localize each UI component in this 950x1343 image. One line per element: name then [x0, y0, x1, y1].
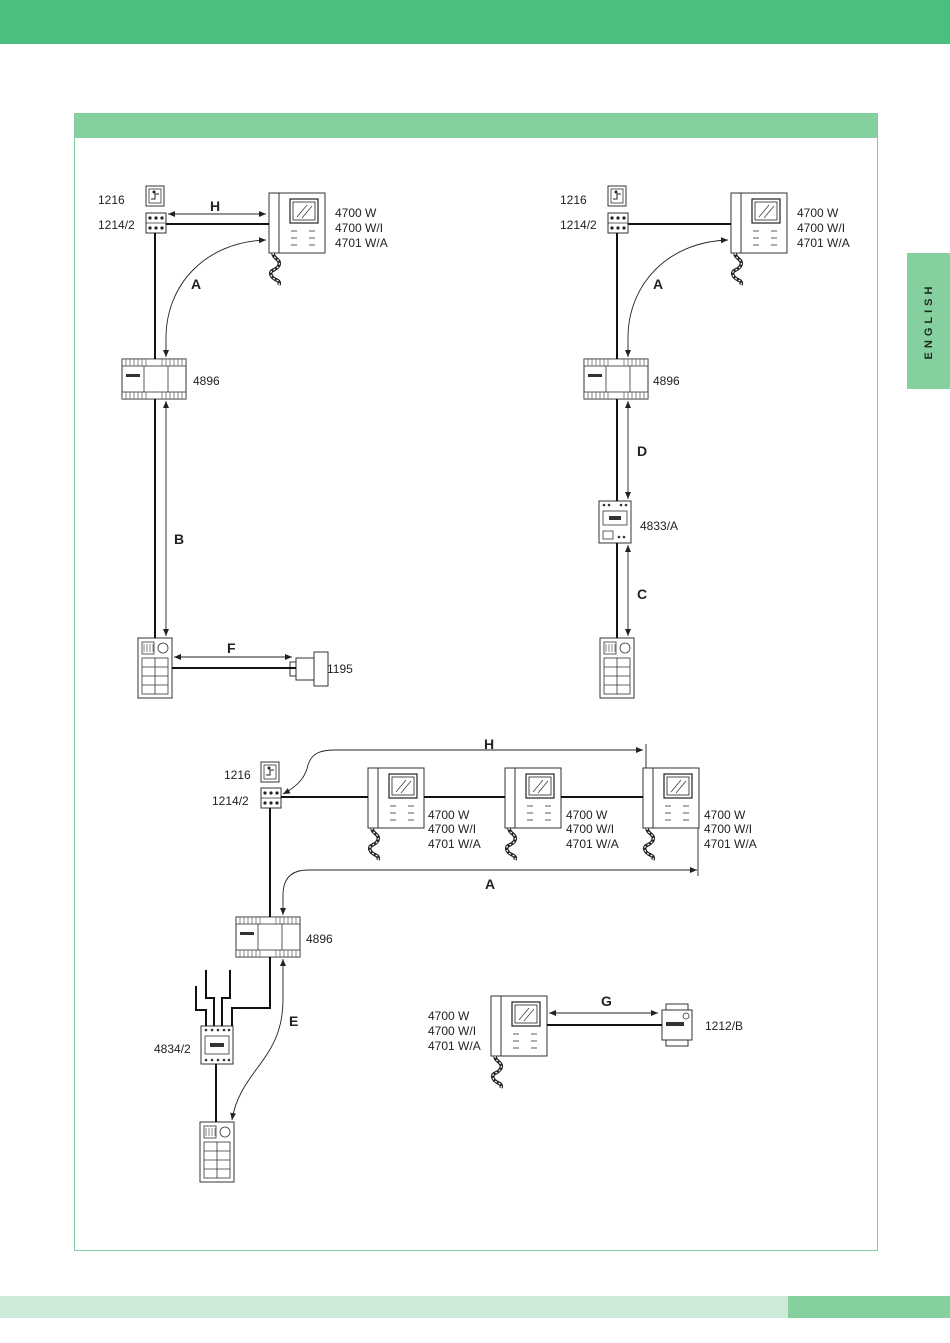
- cable-label-a: A: [191, 276, 201, 292]
- label-monitor3-line3: 4701 W/A: [704, 837, 757, 851]
- label-monitor-line1: 4700 W: [797, 206, 839, 220]
- label-1214-2: 1214/2: [560, 218, 597, 232]
- diagram-bottom-left: 1216 1214/2 4700 W 4700 W/I 4701 W/A 470…: [154, 736, 757, 1182]
- label-4833-a: 4833/A: [640, 519, 678, 533]
- label-monitor-line3: 4701 W/A: [428, 1039, 481, 1053]
- label-monitor2-line2: 4700 W/I: [566, 822, 614, 836]
- label-monitor-line3: 4701 W/A: [335, 236, 388, 250]
- interface-4834-device: [201, 1026, 233, 1064]
- label-1216: 1216: [560, 193, 587, 207]
- label-monitor2-line1: 4700 W: [566, 808, 608, 822]
- cable-label-d: D: [637, 443, 647, 459]
- power-supply-device: [584, 359, 648, 399]
- diagram-top-right: 1216 1214/2 4700 W 4700 W/I 4701 W/A 489…: [560, 186, 850, 698]
- label-4896: 4896: [193, 374, 220, 388]
- relay-1216-device: [608, 186, 626, 206]
- label-4896: 4896: [653, 374, 680, 388]
- monitor-device-1: [368, 768, 424, 860]
- label-4834-2: 4834/2: [154, 1042, 191, 1056]
- label-monitor-line3: 4701 W/A: [797, 236, 850, 250]
- monitor-device: [731, 193, 787, 285]
- label-1214-2: 1214/2: [98, 218, 135, 232]
- label-monitor3-line1: 4700 W: [704, 808, 746, 822]
- label-4896: 4896: [306, 932, 333, 946]
- power-supply-device: [122, 359, 186, 399]
- label-monitor-line2: 4700 W/I: [335, 221, 383, 235]
- entrance-panel-device: [200, 1122, 234, 1182]
- cable-label-c: C: [637, 586, 647, 602]
- relay-1214-2-device: [146, 213, 166, 233]
- cable-label-a: A: [485, 876, 495, 892]
- label-monitor-line1: 4700 W: [335, 206, 377, 220]
- relay-1216-device: [146, 186, 164, 206]
- label-1212-b: 1212/B: [705, 1019, 743, 1033]
- relay-1214-2-device: [608, 213, 628, 233]
- entrance-panel-device: [138, 638, 172, 698]
- power-supply-device: [236, 917, 300, 957]
- cable-label-h: H: [210, 198, 220, 214]
- label-1195: 1195: [327, 662, 353, 676]
- label-monitor-line2: 4700 W/I: [797, 221, 845, 235]
- cable-label-h: H: [484, 736, 494, 752]
- label-monitor2-line3: 4701 W/A: [566, 837, 619, 851]
- entrance-panel-device: [600, 638, 634, 698]
- relay-1216-device: [261, 762, 279, 782]
- diagram-bottom-right: 4700 W 4700 W/I 4701 W/A 1212/B G: [428, 993, 743, 1088]
- monitor-device: [269, 193, 325, 285]
- label-1214-2: 1214/2: [212, 794, 249, 808]
- cable-label-a: A: [653, 276, 663, 292]
- label-monitor1-line1: 4700 W: [428, 808, 470, 822]
- cable-label-b: B: [174, 531, 184, 547]
- label-monitor3-line2: 4700 W/I: [704, 822, 752, 836]
- label-monitor1-line2: 4700 W/I: [428, 822, 476, 836]
- relay-1214-2-device: [261, 788, 281, 808]
- monitor-device-3: [643, 768, 699, 860]
- cable-label-e: E: [289, 1013, 298, 1029]
- cable-label-g: G: [601, 993, 612, 1009]
- diagram-top-left: 1216 1214/2 4700 W 4700 W/I 4701 W/A 489…: [98, 186, 388, 698]
- label-monitor1-line3: 4701 W/A: [428, 837, 481, 851]
- label-1216: 1216: [224, 768, 251, 782]
- monitor-device: [491, 996, 547, 1088]
- unit-1212-b-device: [662, 1004, 692, 1046]
- label-monitor-line1: 4700 W: [428, 1009, 470, 1023]
- label-1216: 1216: [98, 193, 125, 207]
- cable-label-f: F: [227, 640, 236, 656]
- label-monitor-line2: 4700 W/I: [428, 1024, 476, 1038]
- monitor-device-2: [505, 768, 561, 860]
- interface-4833-device: [599, 501, 631, 543]
